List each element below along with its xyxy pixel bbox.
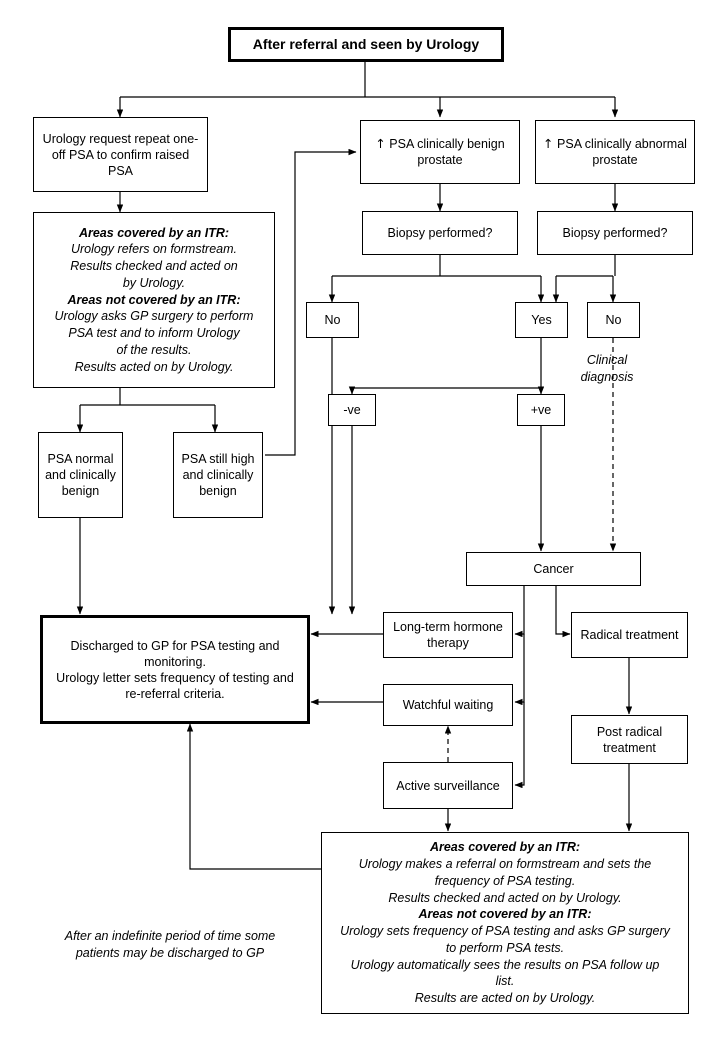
node-yes-label: Yes bbox=[531, 313, 552, 327]
node-yes[interactable]: Yes bbox=[515, 302, 568, 338]
discharged-line-3: Urology letter sets frequency of testing… bbox=[56, 670, 294, 685]
node-biopsy-right[interactable]: Biopsy performed? bbox=[537, 211, 693, 255]
node-post-radical-label: Post radical treatment bbox=[596, 724, 663, 755]
node-psa-still-high[interactable]: PSA still high and clinically benign bbox=[173, 432, 263, 518]
node-no-left-label: No bbox=[324, 313, 341, 327]
node-start[interactable]: After referral and seen by Urology bbox=[228, 27, 504, 62]
node-psa-abnormal-text: ↑ PSA clinically abnormal prostate bbox=[540, 136, 690, 168]
node-no-right[interactable]: No bbox=[587, 302, 640, 338]
node-psa-benign-text: ↑ PSA clinically benign prostate bbox=[365, 136, 515, 168]
itr-top-line-1: Urology refers on formstream. bbox=[70, 242, 238, 257]
node-psa-normal[interactable]: PSA normal and clinically benign bbox=[38, 432, 123, 518]
itr-bottom-line-8: Results are acted on by Urology. bbox=[414, 991, 596, 1005]
node-post-radical-treatment[interactable]: Post radical treatment bbox=[571, 715, 688, 764]
itr-bottom-line-2: frequency of PSA testing. bbox=[434, 873, 576, 888]
itr-top-heading-1: Areas covered by an ITR: bbox=[78, 225, 230, 240]
node-psa-benign-label: PSA clinically benign prostate bbox=[389, 137, 505, 167]
itr-bottom-line-6: Urology automatically sees the results o… bbox=[350, 957, 660, 972]
node-psa-benign[interactable]: ↑ PSA clinically benign prostate bbox=[360, 120, 520, 184]
node-biopsy-left[interactable]: Biopsy performed? bbox=[362, 211, 518, 255]
node-cancer[interactable]: Cancer bbox=[466, 552, 641, 586]
node-repeat-psa[interactable]: Urology request repeat one-off PSA to co… bbox=[33, 117, 208, 192]
node-itr-top-text: Areas covered by an ITR: Urology refers … bbox=[40, 225, 268, 376]
node-no-left[interactable]: No bbox=[306, 302, 359, 338]
node-itr-bottom[interactable]: Areas covered by an ITR: Urology makes a… bbox=[321, 832, 689, 1014]
indefinite-note-line-2: patients may be discharged to GP bbox=[75, 945, 265, 960]
node-discharged-text: Discharged to GP for PSA testing and mon… bbox=[47, 638, 303, 702]
itr-bottom-line-1: Urology makes a referral on formstream a… bbox=[358, 857, 652, 871]
node-biopsy-left-label: Biopsy performed? bbox=[387, 226, 493, 240]
node-psa-still-high-label: PSA still high and clinically benign bbox=[181, 452, 255, 498]
node-watchful-waiting-label: Watchful waiting bbox=[402, 698, 494, 712]
node-positive[interactable]: +ve bbox=[517, 394, 565, 426]
discharged-line-4: re-referral criteria. bbox=[125, 686, 225, 701]
node-start-label: After referral and seen by Urology bbox=[252, 35, 480, 52]
clinical-diagnosis-line-1: Clinical bbox=[586, 353, 628, 367]
itr-bottom-heading-1: Areas covered by an ITR: bbox=[429, 840, 581, 855]
node-hormone-therapy[interactable]: Long-term hormone therapy bbox=[383, 612, 513, 658]
clinical-diagnosis-line-2: diagnosis bbox=[580, 369, 634, 384]
node-negative-label: -ve bbox=[343, 403, 361, 417]
node-psa-abnormal[interactable]: ↑ PSA clinically abnormal prostate bbox=[535, 120, 695, 184]
node-cancer-label: Cancer bbox=[533, 562, 574, 576]
itr-bottom-heading-2: Areas not covered by an ITR: bbox=[418, 907, 592, 922]
node-active-surveillance-label: Active surveillance bbox=[396, 778, 500, 793]
itr-bottom-line-3: Results checked and acted on by Urology. bbox=[388, 890, 622, 905]
node-psa-abnormal-label: PSA clinically abnormal prostate bbox=[557, 137, 687, 167]
node-itr-bottom-text: Areas covered by an ITR: Urology makes a… bbox=[328, 839, 682, 1007]
node-positive-label: +ve bbox=[530, 403, 552, 417]
discharged-line-1: Discharged to GP for PSA testing and bbox=[70, 638, 280, 653]
up-arrow-icon: ↑ bbox=[375, 136, 386, 151]
node-psa-normal-label: PSA normal and clinically benign bbox=[45, 452, 116, 498]
itr-top-line-5: PSA test and to inform Urology bbox=[68, 326, 240, 341]
node-biopsy-right-label: Biopsy performed? bbox=[562, 226, 668, 240]
itr-bottom-line-7: list. bbox=[495, 974, 515, 989]
node-no-right-label: No bbox=[605, 313, 622, 327]
node-repeat-psa-label: Urology request repeat one-off PSA to co… bbox=[42, 131, 199, 178]
discharged-line-2: monitoring. bbox=[144, 654, 206, 669]
indefinite-note-line-1: After an indefinite period of time some bbox=[64, 929, 276, 943]
node-itr-top[interactable]: Areas covered by an ITR: Urology refers … bbox=[33, 212, 275, 388]
node-radical-treatment[interactable]: Radical treatment bbox=[571, 612, 688, 658]
node-radical-treatment-label: Radical treatment bbox=[580, 628, 679, 642]
node-watchful-waiting[interactable]: Watchful waiting bbox=[383, 684, 513, 726]
node-hormone-therapy-label: Long-term hormone therapy bbox=[393, 620, 503, 650]
itr-bottom-line-4: Urology sets frequency of PSA testing an… bbox=[340, 924, 670, 938]
annotation-clinical-diagnosis: Clinical diagnosis bbox=[562, 352, 652, 386]
itr-top-line-4: Urology asks GP surgery to perform bbox=[54, 309, 254, 324]
node-active-surveillance[interactable]: Active surveillance bbox=[383, 762, 513, 809]
up-arrow-icon: ↑ bbox=[543, 136, 554, 151]
itr-top-heading-2: Areas not covered by an ITR: bbox=[67, 292, 241, 307]
itr-top-line-2: Results checked and acted on bbox=[70, 259, 238, 274]
annotation-indefinite-period: After an indefinite period of time some … bbox=[45, 928, 295, 962]
itr-top-line-7: Results acted on by Urology. bbox=[74, 359, 234, 374]
itr-top-line-6: of the results. bbox=[116, 342, 192, 357]
itr-bottom-line-5: to perform PSA tests. bbox=[445, 940, 565, 955]
node-discharged-to-gp[interactable]: Discharged to GP for PSA testing and mon… bbox=[40, 615, 310, 724]
itr-top-line-3: by Urology. bbox=[122, 275, 186, 290]
node-negative[interactable]: -ve bbox=[328, 394, 376, 426]
